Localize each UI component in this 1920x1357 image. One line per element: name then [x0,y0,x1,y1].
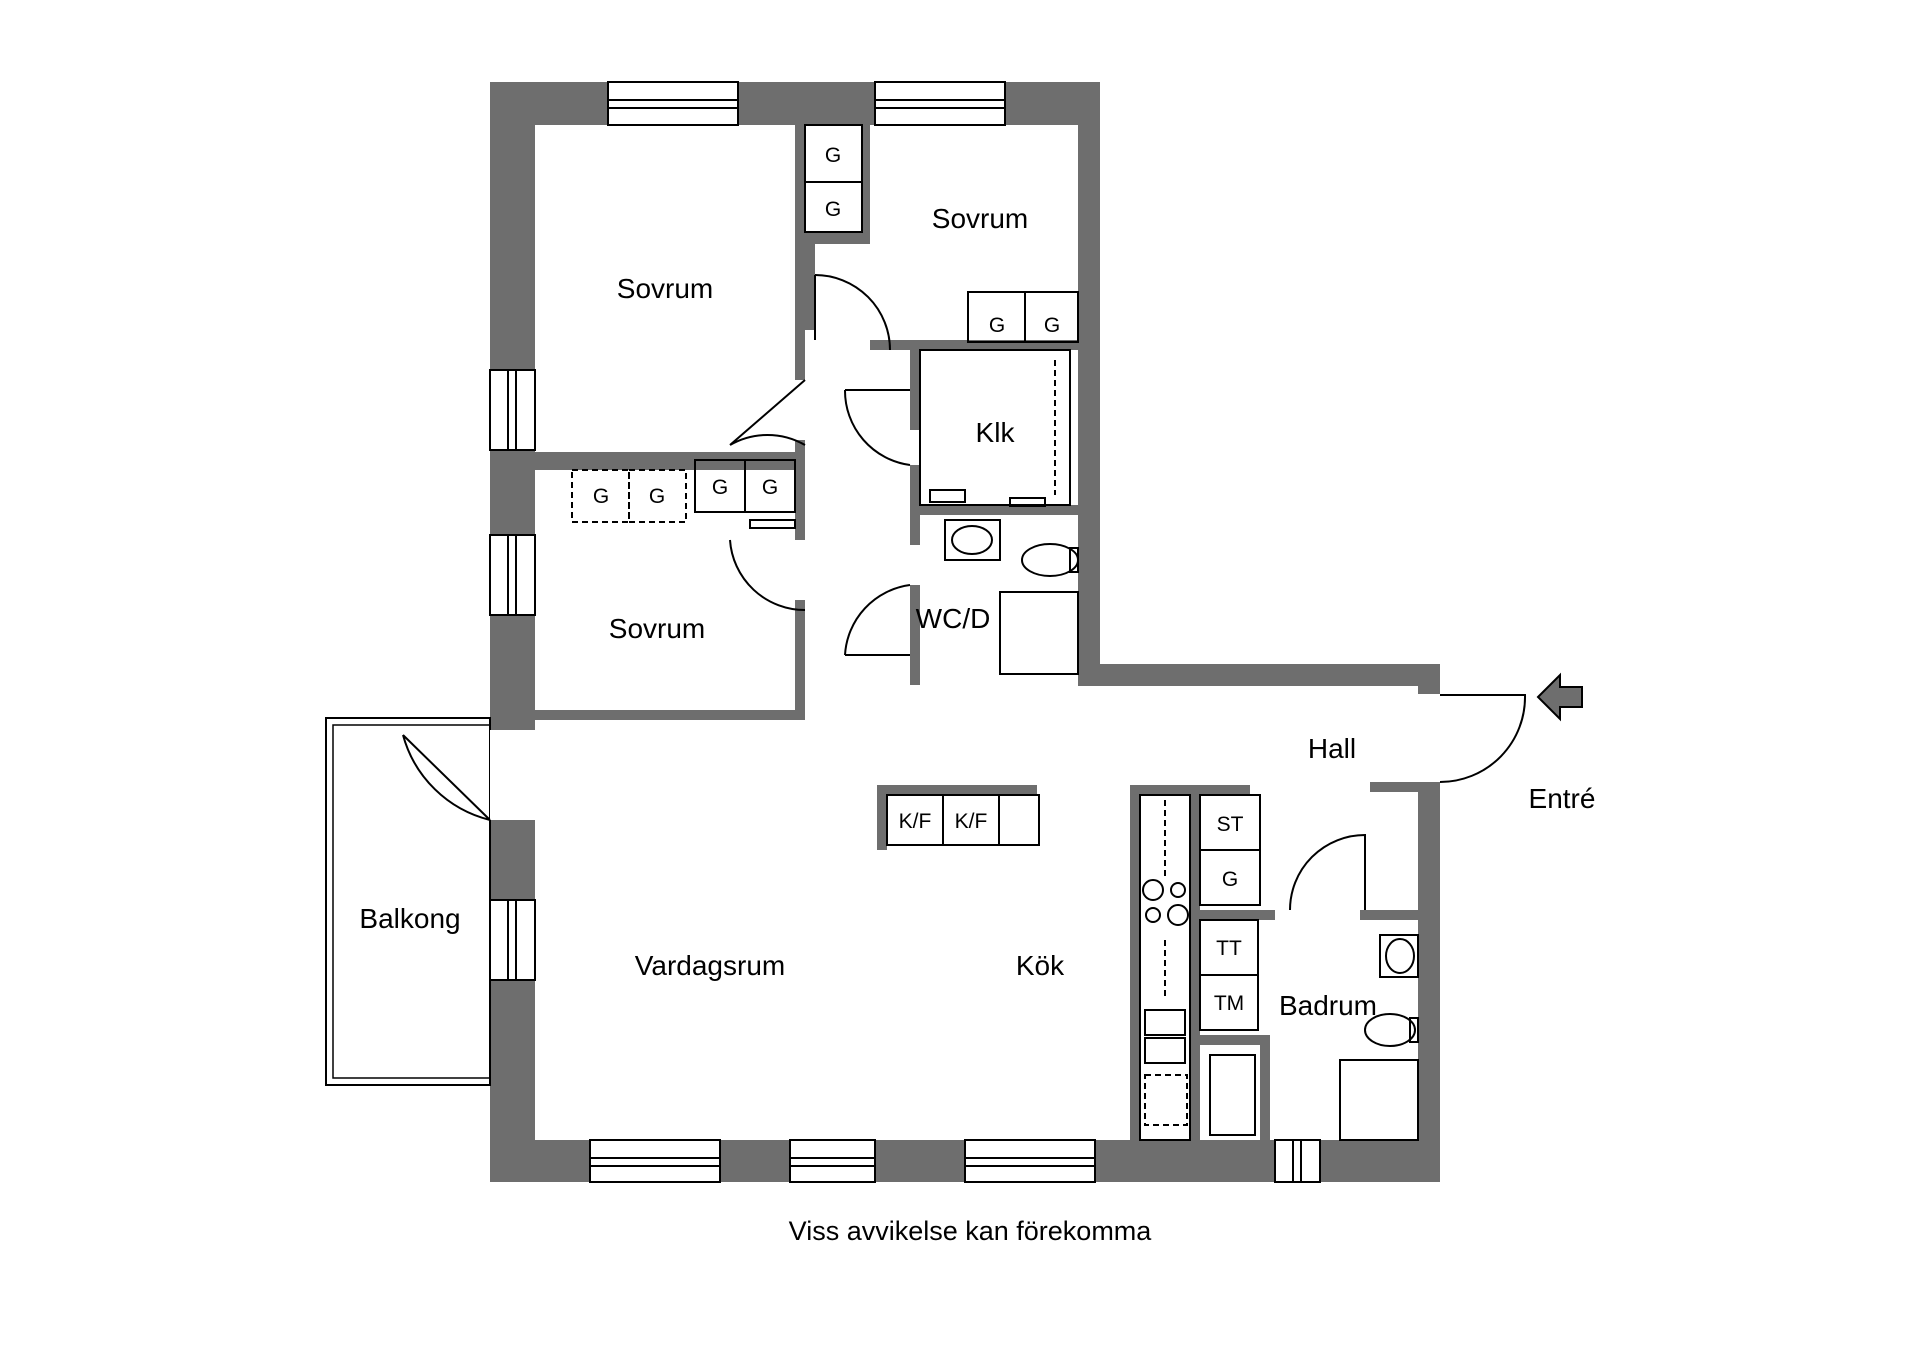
room-label-sovrum: Sovrum [609,613,705,644]
fridge-freezer-label: K/F [955,810,988,833]
room-label-kok: Kök [1016,950,1065,981]
tt-label: TT [1216,937,1242,960]
doors [402,274,1527,911]
closet-label: G [825,144,841,167]
room-label-hall: Hall [1308,733,1356,764]
room-label-wcd: WC/D [916,603,991,634]
balcony [325,717,535,1086]
closet-label: G [593,485,609,508]
room-label-vardagsrum: Vardagsrum [635,950,785,981]
room-label-badrum: Badrum [1279,990,1377,1021]
labels: Sovrum Sovrum Sovrum Klk WC/D Hall Balko… [359,144,1595,1246]
closet-label: G [762,476,778,499]
closet-label: G [649,485,665,508]
disclaimer-caption: Viss avvikelse kan förekomma [789,1216,1153,1246]
fridge-freezer-label: K/F [899,810,932,833]
room-label-sovrum: Sovrum [617,273,713,304]
closet-label: G [1222,868,1238,891]
entrance-arrow-icon [1536,672,1583,722]
closet-label: G [712,476,728,499]
closet-label: G [825,198,841,221]
closet-label: G [1044,314,1060,337]
st-label: ST [1217,813,1244,836]
room-label-balkong: Balkong [359,903,460,934]
closet-label: G [989,314,1005,337]
windows [489,81,1321,1183]
room-label-klk: Klk [976,417,1016,448]
fixtures [571,124,1419,1141]
entrance-label: Entré [1529,783,1596,814]
room-label-sovrum: Sovrum [932,203,1028,234]
tm-label: TM [1214,992,1244,1015]
